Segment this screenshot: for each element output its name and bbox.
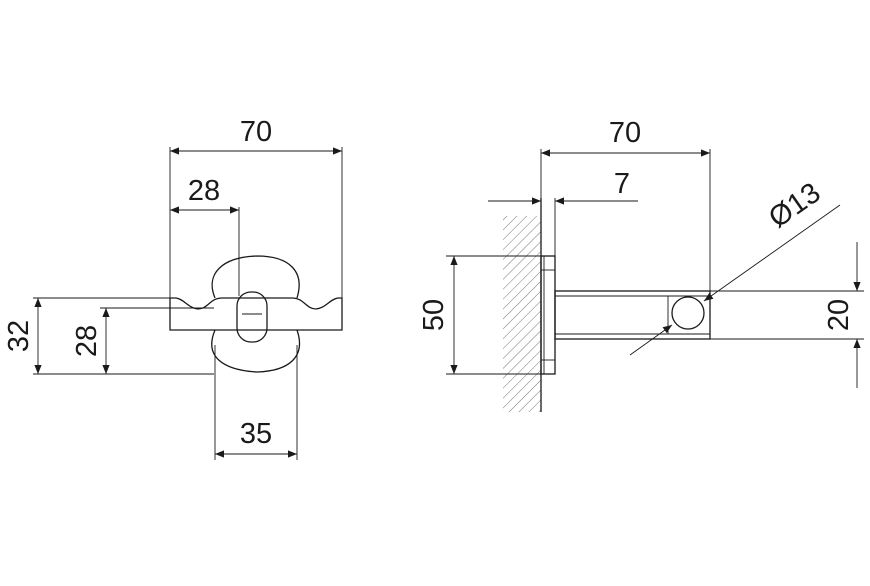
dim-line-side-diameter-leader	[703, 204, 841, 302]
dim-front-outer-height: 32	[3, 320, 35, 352]
front-hook-bar	[169, 297, 343, 331]
front-wall-plate	[211, 255, 300, 299]
side-hook-end	[671, 296, 705, 330]
dim-side-plate-thickness: 7	[614, 168, 630, 200]
side-view: 70 7 50 Ø13 20	[418, 117, 864, 412]
dim-side-overall-depth: 70	[609, 117, 641, 149]
side-arm	[554, 290, 711, 340]
front-view: 70 28 35 32 28	[3, 116, 343, 460]
dim-front-inner-height: 28	[71, 325, 103, 357]
dim-front-overall-width: 70	[240, 116, 272, 148]
wall-section-hatch	[503, 216, 541, 412]
front-center-boss	[236, 291, 268, 343]
dim-side-arm-height: 20	[823, 299, 855, 331]
dim-side-arm-diameter: Ø13	[763, 177, 826, 235]
front-wall-plate-lower	[211, 329, 301, 373]
side-wall-plate	[540, 255, 556, 375]
dim-side-plate-height: 50	[418, 299, 450, 331]
dim-front-offset-width: 28	[188, 175, 220, 207]
dim-line-side-diameter	[629, 324, 673, 356]
dim-front-plate-width: 35	[240, 418, 272, 450]
